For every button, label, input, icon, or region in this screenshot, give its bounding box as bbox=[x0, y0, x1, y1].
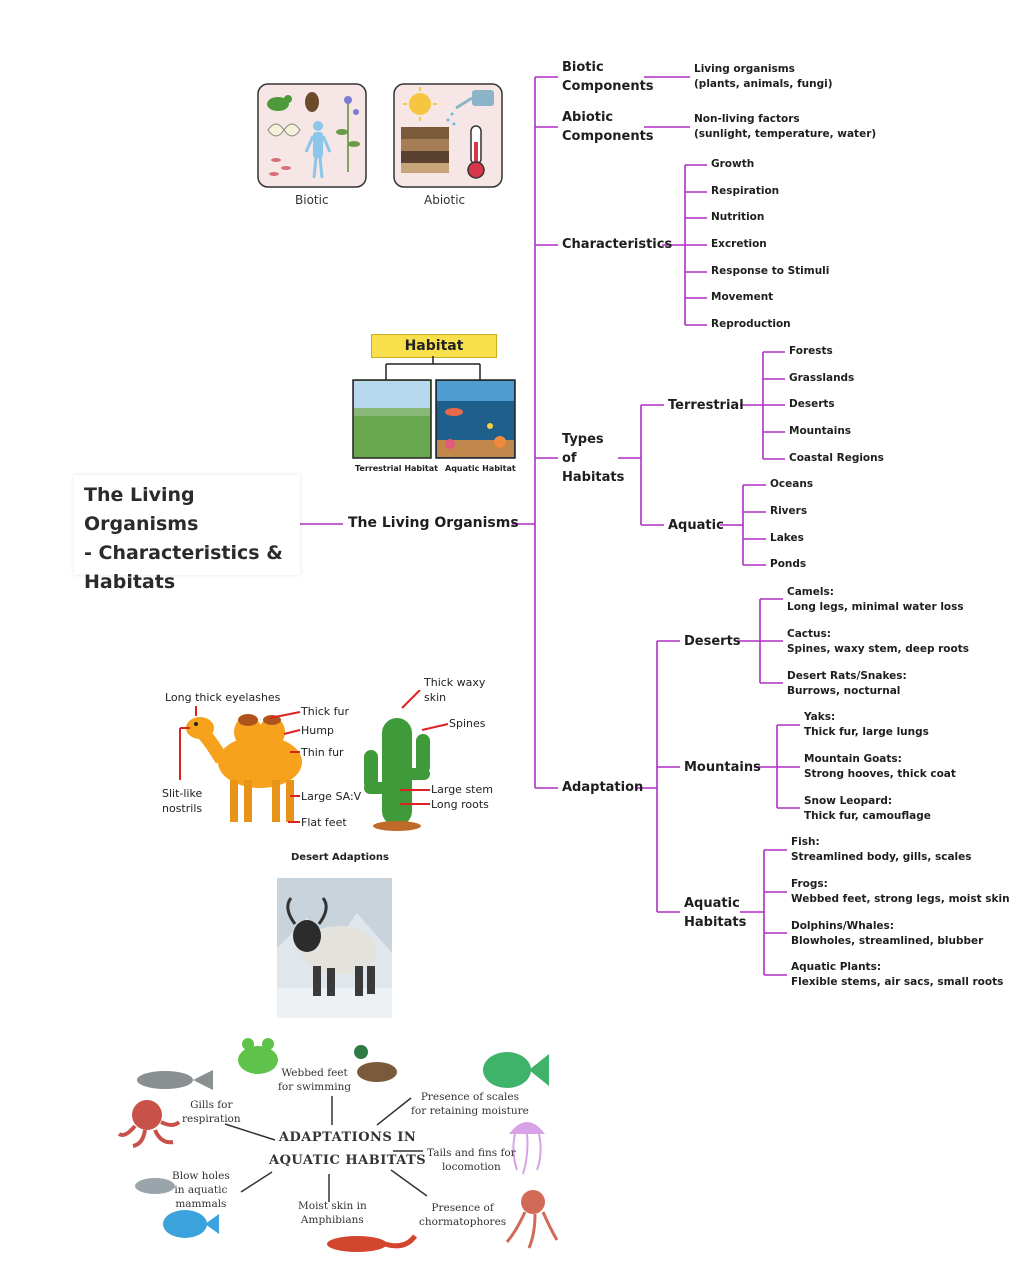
cactus-label: Spines bbox=[449, 717, 486, 730]
yak-illustration bbox=[277, 878, 392, 1018]
mountain-item: Yaks: Thick fur, large lungs bbox=[804, 711, 929, 738]
branch-biotic: Biotic Components bbox=[562, 60, 654, 94]
aquatic-label: Presence of chormatophores bbox=[419, 1202, 507, 1228]
page-title: The Living Organisms - Characteristics &… bbox=[84, 484, 283, 593]
mountain-item: Mountain Goats: Strong hooves, thick coa… bbox=[804, 753, 956, 780]
cactus-label: Long roots bbox=[431, 798, 489, 811]
title-box: The Living Organisms - Characteristics &… bbox=[74, 475, 300, 593]
mountain-item: Snow Leopard: Thick fur, camouflage bbox=[804, 795, 931, 822]
terrestrial-item: Grasslands bbox=[789, 372, 855, 384]
aquatic-label: Tails and fins for locomotion bbox=[427, 1147, 516, 1173]
char-item: Response to Stimuli bbox=[711, 265, 830, 277]
aquatic-caption: Aquatic Habitat bbox=[445, 464, 516, 473]
aquatic-label: Presence of scales for retaining moistur… bbox=[411, 1091, 529, 1117]
node-deserts: Deserts bbox=[684, 634, 741, 649]
camel-label: Large SA:V bbox=[301, 790, 362, 803]
char-item: Respiration bbox=[711, 185, 780, 197]
terrestrial-item: Coastal Regions bbox=[789, 452, 884, 464]
root-node: The Living Organisms bbox=[348, 515, 519, 531]
aquatic-item: Rivers bbox=[770, 505, 808, 517]
char-item: Excretion bbox=[711, 238, 767, 250]
desert-adaptation-illustration bbox=[179, 690, 449, 831]
node-mountains: Mountains bbox=[684, 760, 761, 775]
char-item: Nutrition bbox=[711, 211, 765, 223]
aquatic-label: Gills for respiration bbox=[182, 1099, 241, 1125]
abiotic-caption: Abiotic bbox=[424, 193, 466, 207]
camel-label: Thin fur bbox=[301, 746, 344, 759]
aquatic-title: ADAPTATIONS IN AQUATIC HABITATS bbox=[269, 1130, 427, 1168]
cactus-label: Large stem bbox=[431, 783, 493, 796]
aquatic-label: Webbed feet for swimming bbox=[278, 1067, 352, 1093]
camel-label: Flat feet bbox=[301, 816, 347, 829]
cactus-label: Thick waxy skin bbox=[424, 676, 486, 704]
desert-caption: Desert Adaptions bbox=[291, 852, 389, 863]
char-item: Reproduction bbox=[711, 318, 791, 330]
biotic-caption: Biotic bbox=[295, 193, 329, 207]
terrestrial-item: Forests bbox=[789, 345, 833, 357]
aquatic-adapt-item: Dolphins/Whales: Blowholes, streamlined,… bbox=[791, 920, 984, 947]
node-terrestrial: Terrestrial bbox=[668, 398, 744, 413]
char-item: Movement bbox=[711, 291, 774, 303]
branch-characteristics: Characteristics bbox=[562, 237, 673, 252]
habitat-illustration bbox=[352, 356, 516, 459]
desert-item: Desert Rats/Snakes: Burrows, nocturnal bbox=[787, 670, 907, 697]
aquatic-adapt-item: Frogs: Webbed feet, strong legs, moist s… bbox=[791, 878, 1010, 905]
aquatic-item: Oceans bbox=[770, 478, 814, 490]
terrestrial-item: Mountains bbox=[789, 425, 852, 437]
aquatic-label: Blow holes in aquatic mammals bbox=[172, 1170, 230, 1210]
camel-label: Hump bbox=[301, 724, 334, 737]
camel-label: Long thick eyelashes bbox=[165, 691, 281, 704]
branch-habitats: Types of Habitats bbox=[562, 432, 625, 485]
node-aquatic-habitats: Aquatic Habitats bbox=[684, 896, 747, 930]
desert-item: Cactus: Spines, waxy stem, deep roots bbox=[787, 628, 970, 655]
branch-adaptation: Adaptation bbox=[562, 780, 644, 795]
biotic-abiotic-illustration bbox=[257, 83, 503, 188]
aquatic-adapt-item: Aquatic Plants: Flexible stems, air sacs… bbox=[791, 961, 1004, 988]
char-item: Growth bbox=[711, 158, 755, 170]
camel-label: Thick fur bbox=[301, 705, 350, 718]
habitat-banner: Habitat bbox=[371, 334, 497, 358]
aquatic-label: Moist skin in Amphibians bbox=[298, 1200, 367, 1226]
terrestrial-item: Deserts bbox=[789, 398, 835, 410]
abiotic-detail: Non-living factors (sunlight, temperatur… bbox=[694, 113, 877, 140]
branch-abiotic: Abiotic Components bbox=[562, 110, 654, 144]
desert-item: Camels: Long legs, minimal water loss bbox=[787, 586, 964, 613]
aquatic-adaptations-illustration bbox=[117, 1038, 559, 1252]
node-aquatic: Aquatic bbox=[668, 518, 724, 533]
aquatic-item: Ponds bbox=[770, 558, 807, 570]
aquatic-adapt-item: Fish: Streamlined body, gills, scales bbox=[791, 836, 972, 863]
camel-label: Slit-like nostrils bbox=[162, 787, 203, 815]
biotic-detail: Living organisms (plants, animals, fungi… bbox=[694, 63, 833, 90]
terrestrial-caption: Terrestrial Habitat bbox=[355, 464, 438, 473]
aquatic-item: Lakes bbox=[770, 532, 804, 544]
